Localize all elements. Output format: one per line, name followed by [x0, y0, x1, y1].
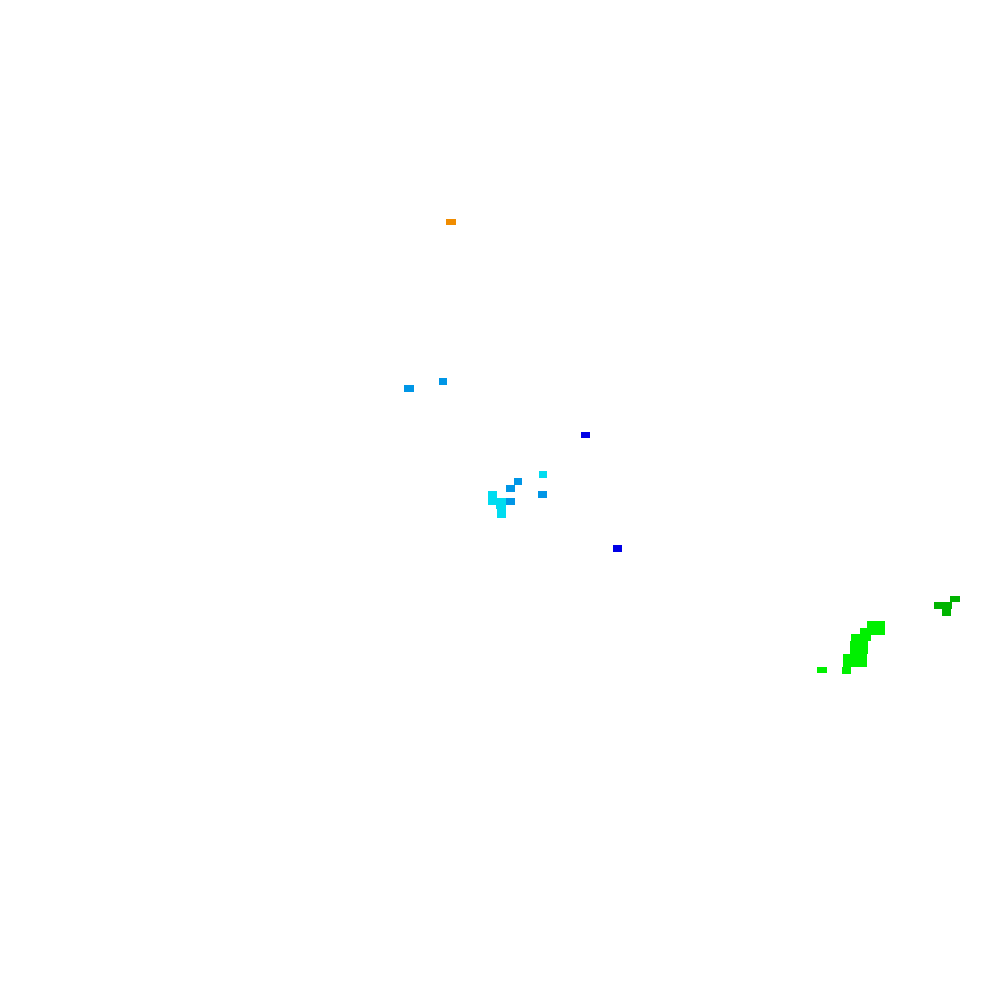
- map-cell: [439, 378, 447, 385]
- map-cell-cluster: [842, 667, 851, 674]
- map-cell-cluster: [506, 485, 515, 492]
- map-cell: [404, 385, 414, 392]
- map-cell-cluster: [446, 219, 456, 225]
- map-cell: [514, 478, 522, 485]
- map-cell-cluster: [581, 432, 590, 438]
- map-cell: [539, 471, 547, 478]
- map-cell-cluster: [514, 478, 522, 485]
- map-cell: [842, 667, 851, 674]
- map-cell-cluster: [850, 641, 868, 654]
- map-cell-cluster: [867, 621, 885, 635]
- map-cell: [506, 485, 515, 492]
- map-cell-cluster: [497, 509, 506, 518]
- map-cell: [538, 491, 547, 498]
- map-cell: [613, 545, 622, 552]
- map-cells: [404, 219, 960, 674]
- map-cell: [867, 621, 885, 635]
- map-cell-cluster: [942, 609, 951, 616]
- map-cell: [446, 219, 456, 225]
- map-cell: [860, 628, 870, 634]
- map-cell-cluster: [843, 654, 867, 667]
- map-cell-cluster: [404, 385, 414, 392]
- map-cell-cluster: [851, 634, 871, 641]
- map-cell-cluster: [496, 498, 506, 509]
- map-cell: [581, 432, 590, 438]
- map-cell-cluster: [488, 491, 497, 505]
- map-cell: [817, 667, 827, 673]
- map-cell-cluster: [860, 628, 870, 634]
- map-cell: [488, 491, 497, 505]
- map-cell-cluster: [505, 498, 515, 505]
- map-cell: [934, 602, 952, 609]
- map-cell: [505, 498, 515, 505]
- map-cell-cluster: [539, 471, 547, 478]
- map-cell: [942, 609, 951, 616]
- map-cell: [850, 641, 868, 654]
- map-cell: [851, 634, 871, 641]
- map-cell: [843, 654, 867, 667]
- map-cell-cluster: [934, 602, 952, 609]
- map-cell: [950, 596, 960, 602]
- map-cell-cluster: [950, 596, 960, 602]
- map-cell-cluster: [538, 491, 547, 498]
- map-cell-cluster: [613, 545, 622, 552]
- map-cell-cluster: [817, 667, 827, 673]
- map-cell-cluster: [439, 378, 447, 385]
- map-cell: [497, 509, 506, 518]
- map-cell: [496, 498, 506, 509]
